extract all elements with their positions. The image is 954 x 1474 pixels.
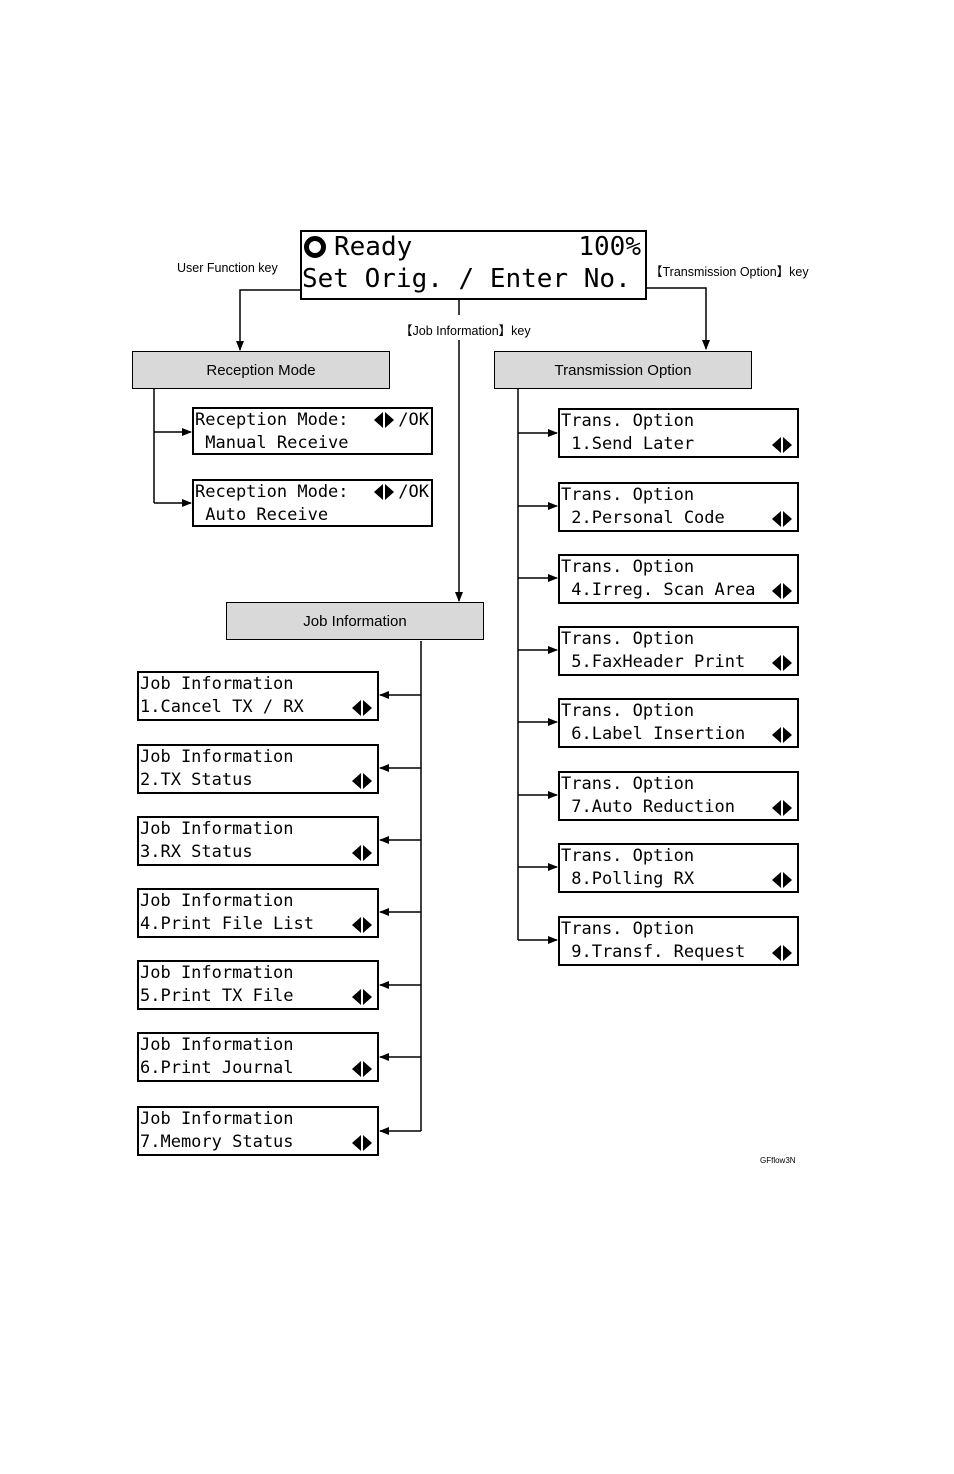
screen-title: Trans. Option — [561, 774, 695, 794]
reception-mode-header: Reception Mode — [132, 351, 390, 389]
job-screen-7: Job Information 7.Memory Status — [137, 1106, 379, 1156]
job-screen-3: Job Information 3.RX Status — [137, 816, 379, 866]
transmission-option-header: Transmission Option — [494, 351, 752, 389]
screen-title: Reception Mode: — [195, 410, 349, 430]
screen-title: Trans. Option — [561, 919, 695, 939]
screen-title: Trans. Option — [561, 411, 695, 431]
ok-indicator: /OK — [398, 410, 429, 430]
screen-title: Trans. Option — [561, 557, 695, 577]
screen-option: 6.Label Insertion — [561, 724, 746, 744]
screen-title: Job Information — [140, 963, 294, 983]
ok-indicator: /OK — [398, 482, 429, 502]
left-right-arrows-icon — [772, 511, 792, 527]
main-display-prompt: Set Orig. / Enter No. — [302, 264, 631, 294]
transmission-option-key-label: 【Transmission Option】key — [650, 265, 809, 279]
reception-screen-manual: Reception Mode: /OK Manual Receive — [192, 407, 433, 455]
left-right-arrows-icon — [352, 1135, 372, 1151]
screen-option: Auto Receive — [195, 505, 329, 525]
left-right-arrows-icon — [352, 1061, 372, 1077]
reception-screen-auto: Reception Mode: /OK Auto Receive — [192, 479, 433, 527]
trans-screen-1: Trans. Option 1.Send Later — [558, 408, 799, 458]
ready-circle-icon — [304, 236, 326, 258]
left-right-arrows-icon — [352, 917, 372, 933]
user-function-key-label: User Function key — [177, 261, 278, 275]
job-screen-4: Job Information 4.Print File List — [137, 888, 379, 938]
screen-option: 2.Personal Code — [561, 508, 725, 528]
job-screen-1: Job Information 1.Cancel TX / RX — [137, 671, 379, 721]
screen-title: Job Information — [140, 747, 294, 767]
screen-title: Trans. Option — [561, 629, 695, 649]
job-screen-5: Job Information 5.Print TX File — [137, 960, 379, 1010]
screen-option: 7.Memory Status — [140, 1132, 294, 1152]
left-right-arrows-icon — [352, 989, 372, 1005]
screen-option: 5.FaxHeader Print — [561, 652, 746, 672]
trans-screen-6: Trans. Option 7.Auto Reduction — [558, 771, 799, 821]
left-right-arrows-icon — [374, 412, 394, 428]
screen-option: 1.Send Later — [561, 434, 695, 454]
job-information-header: Job Information — [226, 602, 484, 640]
screen-option: 4.Irreg. Scan Area — [561, 580, 756, 600]
figure-reference: GFflow3N — [760, 1156, 796, 1165]
screen-option: 6.Print Journal — [140, 1058, 294, 1078]
screen-option: 9.Transf. Request — [561, 942, 746, 962]
job-information-key-label: 【Job Information】key — [400, 324, 531, 338]
left-right-arrows-icon — [772, 727, 792, 743]
screen-title: Job Information — [140, 891, 294, 911]
screen-option: 1.Cancel TX / RX — [140, 697, 304, 717]
screen-option: 2.TX Status — [140, 770, 253, 790]
screen-title: Trans. Option — [561, 485, 695, 505]
left-right-arrows-icon — [374, 484, 394, 500]
left-right-arrows-icon — [772, 800, 792, 816]
screen-title: Reception Mode: — [195, 482, 349, 502]
trans-screen-7: Trans. Option 8.Polling RX — [558, 843, 799, 893]
left-right-arrows-icon — [352, 700, 372, 716]
screen-title: Job Information — [140, 674, 294, 694]
screen-title: Job Information — [140, 1109, 294, 1129]
screen-option: 4.Print File List — [140, 914, 314, 934]
main-display-percent: 100% — [578, 232, 641, 262]
left-right-arrows-icon — [772, 437, 792, 453]
screen-title: Job Information — [140, 819, 294, 839]
main-lcd-display: Ready 100% Set Orig. / Enter No. — [300, 230, 647, 300]
trans-screen-8: Trans. Option 9.Transf. Request — [558, 916, 799, 966]
trans-screen-5: Trans. Option 6.Label Insertion — [558, 698, 799, 748]
screen-option: 5.Print TX File — [140, 986, 294, 1006]
screen-option: Manual Receive — [195, 433, 349, 453]
trans-screen-2: Trans. Option 2.Personal Code — [558, 482, 799, 532]
screen-option: 3.RX Status — [140, 842, 253, 862]
job-screen-6: Job Information 6.Print Journal — [137, 1032, 379, 1082]
screen-title: Job Information — [140, 1035, 294, 1055]
job-screen-2: Job Information 2.TX Status — [137, 744, 379, 794]
left-right-arrows-icon — [772, 945, 792, 961]
main-display-status: Ready — [334, 232, 413, 262]
screen-option: 7.Auto Reduction — [561, 797, 735, 817]
screen-title: Trans. Option — [561, 701, 695, 721]
left-right-arrows-icon — [772, 872, 792, 888]
left-right-arrows-icon — [352, 845, 372, 861]
left-right-arrows-icon — [772, 583, 792, 599]
screen-title: Trans. Option — [561, 846, 695, 866]
trans-screen-4: Trans. Option 5.FaxHeader Print — [558, 626, 799, 676]
left-right-arrows-icon — [352, 773, 372, 789]
trans-screen-3: Trans. Option 4.Irreg. Scan Area — [558, 554, 799, 604]
screen-option: 8.Polling RX — [561, 869, 695, 889]
left-right-arrows-icon — [772, 655, 792, 671]
